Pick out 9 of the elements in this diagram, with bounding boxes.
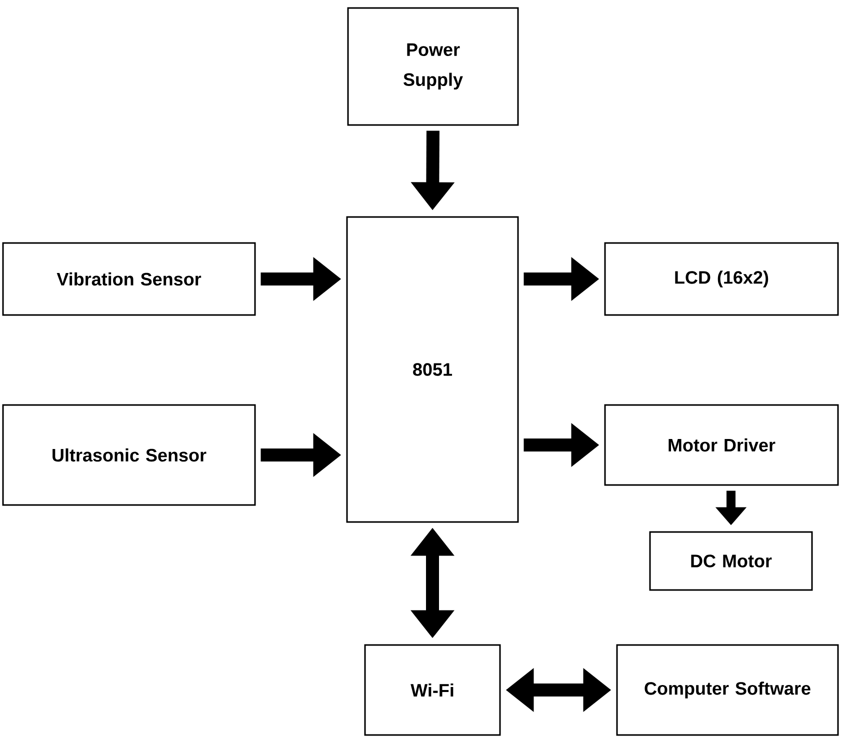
block-box: Motor Driver bbox=[604, 404, 839, 486]
block-box: 8051 bbox=[346, 216, 519, 523]
block-box: Ultrasonic Sensor bbox=[2, 404, 256, 506]
block-box: DC Motor bbox=[649, 531, 813, 591]
block-box: Wi-Fi bbox=[364, 644, 501, 736]
block-box: Computer Software bbox=[616, 644, 839, 736]
block-box: LCD (16x2) bbox=[604, 242, 839, 316]
block-box: Vibration Sensor bbox=[2, 242, 256, 316]
block-box: Power Supply bbox=[347, 7, 519, 126]
